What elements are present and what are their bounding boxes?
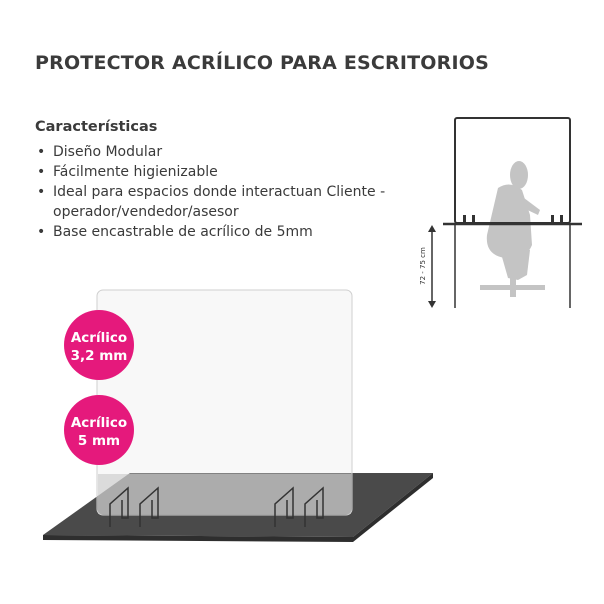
feature-item: Base encastrable de acrílico de 5mm [35, 222, 435, 242]
badge-line1: Acrílico [71, 330, 127, 346]
badge-line2: 5 mm [78, 433, 120, 449]
feature-item: Ideal para espacios donde interactuan Cl… [35, 182, 433, 222]
badge-5mm: Acrílico 5 mm [64, 395, 134, 465]
height-label: 72 - 75 cm [419, 247, 427, 285]
feature-item: Fácilmente higienizable [35, 162, 435, 182]
product-illustration [43, 289, 433, 542]
badge-line2: 3,2 mm [71, 348, 128, 364]
person-silhouette [480, 161, 545, 297]
features-list: Diseño Modular Fácilmente higienizable I… [35, 142, 435, 242]
usage-diagram: 72 - 75 cm [419, 117, 582, 308]
height-arrow [428, 225, 436, 308]
badge-3-2mm: Acrílico 3,2 mm [64, 310, 134, 380]
features-heading: Características [35, 119, 158, 135]
badge-line1: Acrílico [71, 415, 127, 431]
page-title: PROTECTOR ACRÍLICO PARA ESCRITORIOS [35, 52, 489, 74]
feature-item: Diseño Modular [35, 142, 435, 162]
panel-feet [109, 486, 324, 527]
